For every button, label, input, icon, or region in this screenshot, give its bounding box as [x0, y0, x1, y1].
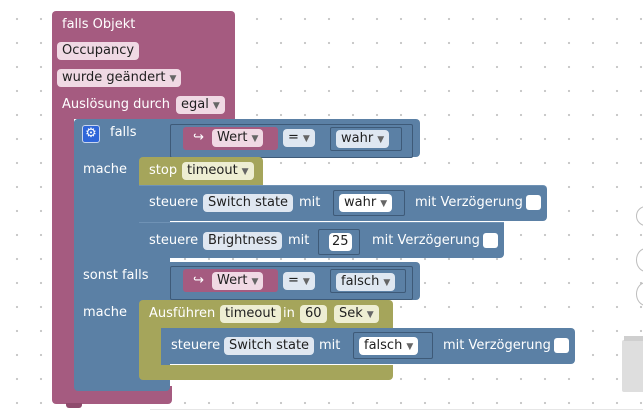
var-arrow-icon: ↪: [193, 130, 204, 145]
event-block-notch: [66, 403, 82, 408]
chevron-down-icon: ▼: [241, 167, 249, 177]
elseif-label: sonst falls: [83, 268, 149, 283]
var-dropdown-1[interactable]: Wert▼: [212, 129, 264, 147]
timeout-unit-dropdown[interactable]: Sek▼: [334, 305, 379, 323]
zoom-in-icon[interactable]: [636, 248, 643, 272]
control1-delay-checkbox[interactable]: [526, 195, 541, 210]
control3-value: falsch: [364, 338, 403, 353]
control1-value: wahr: [344, 195, 377, 210]
control1-value-socket: [333, 190, 405, 216]
trigger-by-dropdown[interactable]: egal▼: [176, 96, 225, 114]
value-dropdown-2-value: falsch: [341, 274, 380, 289]
trigger-dropdown[interactable]: wurde geändert▼: [57, 69, 182, 87]
zoom-reset-icon[interactable]: [636, 206, 643, 226]
value-dropdown-1-value: wahr: [341, 131, 374, 146]
gear-icon[interactable]: ⚙: [82, 125, 100, 143]
timeout-in-label: in: [283, 306, 295, 321]
var-dropdown-1-value: Wert: [217, 130, 248, 145]
control3-label: steuere: [171, 338, 221, 353]
control2-target[interactable]: Brightness: [203, 232, 283, 250]
chevron-down-icon: ▼: [302, 277, 310, 287]
var-dropdown-2-value: Wert: [217, 273, 248, 288]
control3-delay-label: mit Verzögerung: [443, 338, 551, 353]
control1-target-value: Switch state: [208, 195, 289, 210]
control1-label: steuere: [149, 195, 199, 210]
op-dropdown-1[interactable]: =▼: [283, 129, 315, 147]
control1-delay-label: mit Verzögerung: [415, 195, 523, 210]
chevron-down-icon: ▼: [212, 101, 220, 111]
object-field-value: Occupancy: [62, 43, 135, 58]
control1-with: mit: [299, 195, 321, 210]
control3-value-dropdown[interactable]: falsch▼: [359, 337, 419, 355]
timeout-amount-field[interactable]: 60: [300, 305, 327, 323]
timeout-unit-value: Sek: [339, 306, 363, 321]
op-dropdown-2[interactable]: =▼: [283, 272, 315, 290]
do-label: mache: [83, 162, 128, 177]
control3-delay-checkbox[interactable]: [554, 338, 569, 353]
var-arrow-icon: ↪: [193, 273, 204, 288]
control2-value-socket: [318, 229, 360, 255]
value-socket-2: [330, 269, 406, 293]
control1-target[interactable]: Switch state: [203, 194, 294, 212]
stop-label: stop: [149, 163, 178, 178]
control2-value-field[interactable]: 25: [329, 233, 352, 251]
zoom-out-icon[interactable]: [636, 282, 643, 306]
chevron-down-icon: ▼: [377, 135, 385, 145]
timeout-block-bottom: [139, 365, 393, 380]
chevron-down-icon: ▼: [251, 277, 259, 287]
trigger-dropdown-value: wurde geändert: [62, 70, 166, 85]
value-dropdown-1[interactable]: wahr▼: [336, 130, 390, 148]
op-dropdown-1-value: =: [288, 130, 299, 145]
control3-value-socket: [353, 332, 433, 359]
control2-delay-label: mit Verzögerung: [372, 233, 480, 248]
chevron-down-icon: ▼: [251, 134, 259, 144]
chevron-down-icon: ▼: [380, 199, 388, 209]
value-dropdown-2[interactable]: falsch▼: [336, 273, 396, 291]
timeout-name-value: timeout: [225, 306, 276, 321]
timeout-block-spine: [139, 327, 161, 371]
control2-target-value: Brightness: [208, 233, 278, 248]
object-field[interactable]: Occupancy: [57, 42, 140, 60]
timeout-amount-value: 60: [305, 306, 322, 321]
stop-timer-value: timeout: [187, 163, 238, 178]
chevron-down-icon: ▼: [169, 74, 177, 84]
event-title: falls Objekt: [62, 17, 136, 32]
control3-with: mit: [319, 338, 341, 353]
trash-lid: [624, 336, 643, 341]
control3-target[interactable]: Switch state: [224, 337, 315, 355]
event-block-spine: [52, 118, 74, 400]
chevron-down-icon: ▼: [406, 342, 414, 352]
chevron-down-icon: ▼: [366, 310, 374, 320]
trash-icon[interactable]: [622, 340, 643, 392]
do2-label: mache: [83, 305, 128, 320]
stop-timer-dropdown[interactable]: timeout▼: [182, 162, 254, 180]
chevron-down-icon: ▼: [302, 134, 310, 144]
chevron-down-icon: ▼: [383, 278, 391, 288]
op-dropdown-2-value: =: [288, 273, 299, 288]
control2-value: 25: [332, 234, 349, 249]
if-label: falls: [110, 125, 137, 140]
control3-target-value: Switch state: [229, 338, 310, 353]
control1-value-dropdown[interactable]: wahr▼: [339, 194, 393, 212]
trigger-by-value: egal: [181, 97, 209, 112]
control2-with: mit: [288, 233, 310, 248]
var-dropdown-2[interactable]: Wert▼: [212, 272, 264, 290]
control2-delay-checkbox[interactable]: [483, 233, 498, 248]
control-block-2[interactable]: [139, 222, 504, 258]
control2-label: steuere: [149, 233, 199, 248]
timeout-name-field[interactable]: timeout: [220, 305, 281, 323]
timeout-label: Ausführen: [149, 306, 216, 321]
scrollbar-horizontal[interactable]: [150, 409, 643, 414]
trigger-by-label: Auslösung durch: [62, 97, 171, 112]
